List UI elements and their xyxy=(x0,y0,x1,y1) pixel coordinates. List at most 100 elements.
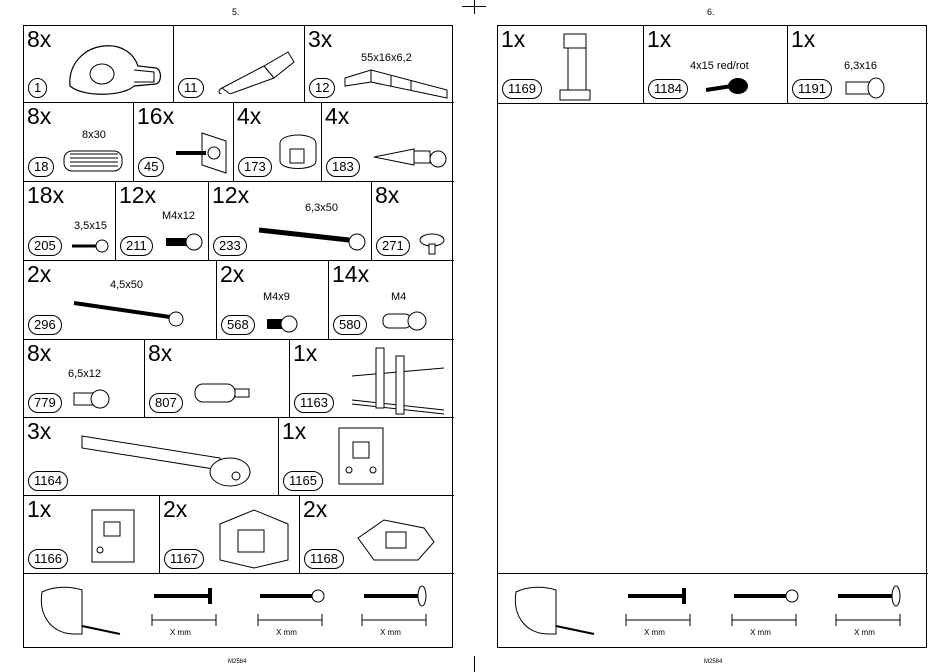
plastic-bracket-icon xyxy=(559,33,591,101)
part-quantity: 1x xyxy=(27,496,52,522)
part-number: 1164 xyxy=(28,471,68,491)
screw-length-guide: X mm X mm X mm xyxy=(24,574,454,647)
crop-mark-top xyxy=(474,0,475,14)
part-size: 6,3x50 xyxy=(305,202,339,214)
part-quantity: 1x xyxy=(293,340,318,366)
shelf-pin-icon xyxy=(419,233,445,255)
hinge-strip-icon xyxy=(81,435,251,487)
screw-measure-2: X mm xyxy=(256,582,326,646)
part-number: 271 xyxy=(376,236,410,256)
connector-bolt-icon xyxy=(373,148,447,168)
part-number: 1163 xyxy=(294,393,334,413)
part-number: 211 xyxy=(120,236,153,256)
crop-mark-top-h xyxy=(462,6,486,7)
wood-screw-icon xyxy=(73,301,184,327)
screw-measure-3: X mm xyxy=(834,582,904,646)
footer-code-left: M2584 xyxy=(228,659,247,665)
cam-handle-icon xyxy=(69,45,162,95)
part-cell: 8x 1 xyxy=(24,26,174,103)
part-quantity: 2x xyxy=(220,261,245,287)
metal-bracket-icon xyxy=(351,347,445,415)
part-number: 18 xyxy=(28,157,55,177)
dimension-line-icon xyxy=(151,614,217,626)
part-quantity: 2x xyxy=(303,496,328,522)
dimension-line-icon xyxy=(625,614,691,626)
long-screw-icon xyxy=(258,227,366,251)
dimension-label: X mm xyxy=(170,628,191,637)
part-quantity: 8x xyxy=(27,103,52,129)
part-number: 45 xyxy=(138,157,165,177)
part-number: 1 xyxy=(28,78,48,98)
part-cell: 1x 4x15 red/rot 1184 xyxy=(644,26,788,104)
dimension-line-icon xyxy=(361,614,427,626)
part-number: 779 xyxy=(28,393,62,413)
small-screw-icon xyxy=(72,239,109,253)
part-cell: 8x 8x30 18 xyxy=(24,103,134,182)
parts-grid-right: 1x 1169 1x 4x15 red/rot 1184 1x 6,3x16 1… xyxy=(497,25,928,648)
part-cell: 4x 173 xyxy=(234,103,322,182)
short-screw-icon xyxy=(845,77,885,99)
part-cell: 1x 6,3x16 1191 xyxy=(788,26,928,104)
page-number-left: 5. xyxy=(232,7,240,17)
dimension-line-icon xyxy=(835,614,901,626)
part-quantity: 3x xyxy=(27,418,52,444)
part-size: M4x9 xyxy=(263,291,290,303)
plastic-clip-icon xyxy=(219,509,289,569)
red-screw-icon xyxy=(705,78,748,94)
part-number: 12 xyxy=(309,78,336,98)
part-cell: 14x M4 580 xyxy=(329,261,454,340)
part-number: 1191 xyxy=(792,79,832,99)
cam-lock-icon xyxy=(279,134,317,169)
part-cell: 8x 6,5x12 779 xyxy=(24,340,145,418)
part-number: 1169 xyxy=(502,79,542,99)
part-number: 1167 xyxy=(164,549,204,569)
wooden-dowel-icon xyxy=(63,150,123,172)
part-quantity: 8x xyxy=(375,182,400,208)
part-number: 1166 xyxy=(28,549,68,569)
short-machine-screw-icon xyxy=(267,315,298,333)
dimension-line-icon xyxy=(257,614,323,626)
dimension-label: X mm xyxy=(380,628,401,637)
part-quantity: 1x xyxy=(791,26,816,52)
part-cell: 12x M4x12 211 xyxy=(116,182,209,261)
screw-measure-1: X mm xyxy=(150,582,220,646)
page-number-right: 6. xyxy=(707,7,715,17)
part-cell: 12x 6,3x50 233 xyxy=(209,182,372,261)
part-size: 55x16x6,2 xyxy=(361,52,412,64)
part-cell: 18x 3,5x15 205 xyxy=(24,182,116,261)
part-cell: 1x 1166 xyxy=(24,496,160,574)
part-cell: 2x 4,5x50 296 xyxy=(24,261,217,340)
threaded-sleeve-icon xyxy=(382,311,427,331)
crop-mark-bottom xyxy=(474,656,475,672)
screw-icon xyxy=(260,589,325,603)
part-cell: 8x 807 xyxy=(145,340,290,418)
part-size: 4x15 red/rot xyxy=(690,60,749,72)
dimension-label: X mm xyxy=(750,628,771,637)
screw-icon xyxy=(838,585,901,607)
dimension-label: X mm xyxy=(276,628,297,637)
glue-tube-icon xyxy=(218,51,295,94)
screw-icon xyxy=(154,588,212,604)
part-number: 183 xyxy=(326,157,360,177)
part-quantity: 1x xyxy=(282,418,307,444)
part-quantity: 12x xyxy=(119,182,157,208)
part-size: M4x12 xyxy=(162,210,196,222)
machine-screw-icon xyxy=(166,233,203,251)
part-number: 296 xyxy=(28,315,62,335)
part-cell: 1x 1165 xyxy=(279,418,454,496)
screw-length-guide: X mm X mm X mm xyxy=(498,574,928,647)
part-quantity: 16x xyxy=(137,103,175,129)
screw-measure-1: X mm xyxy=(624,582,694,646)
parts-grid-left: 8x 1 11 3x 55x16x6,2 12 8x 8x30 18 xyxy=(23,25,454,648)
part-cell: 2x 1168 xyxy=(300,496,454,574)
part-quantity: 2x xyxy=(163,496,188,522)
part-quantity: 4x xyxy=(237,103,262,129)
part-cell: 1x 1169 xyxy=(498,26,644,104)
part-number: 1168 xyxy=(304,549,344,569)
part-number: 173 xyxy=(238,157,272,177)
part-quantity: 1x xyxy=(501,26,526,52)
part-cell: 8x 271 xyxy=(372,182,454,261)
part-size: 6,5x12 xyxy=(68,368,102,380)
part-number: 1184 xyxy=(648,79,688,99)
part-quantity: 8x xyxy=(27,340,52,366)
